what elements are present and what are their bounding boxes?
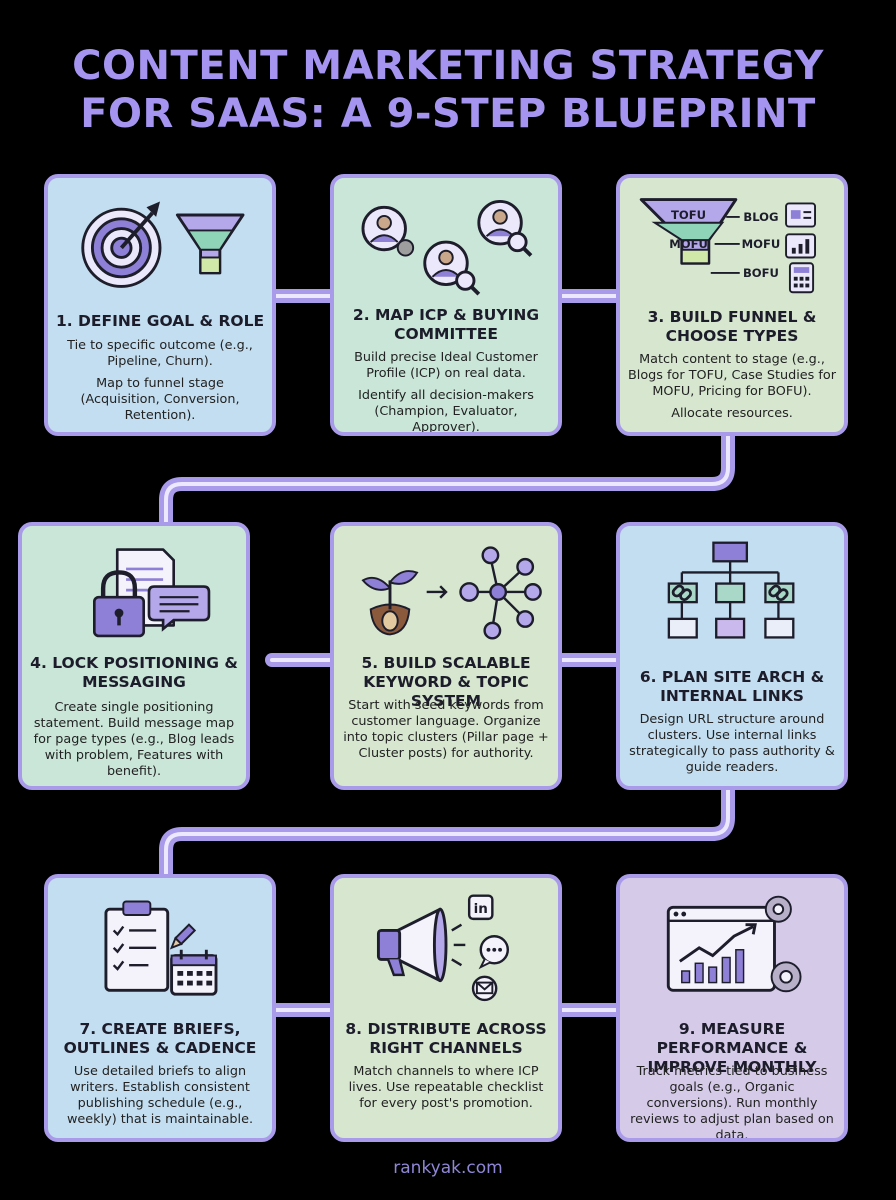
linkedin-label: in — [474, 901, 488, 917]
briefs-illustration — [104, 900, 218, 996]
content-label-mofu: MOFU — [742, 237, 781, 251]
step-6-body: Design URL structure around clusters. Us… — [629, 712, 835, 775]
step-card-2: 2. MAP ICP & BUYING COMMITTEE Build prec… — [330, 174, 562, 436]
step-2-heading: 2. MAP ICP & BUYING COMMITTEE — [352, 306, 540, 343]
lock-icon — [92, 570, 146, 638]
clipboard-checklist-icon — [104, 900, 170, 992]
linkedin-icon: in — [467, 894, 494, 921]
positioning-illustration — [92, 548, 211, 638]
content-label-blog: BLOG — [743, 210, 778, 224]
step-7-body: Use detailed briefs to align writers. Es… — [66, 1064, 254, 1127]
funnel-label-tofu: TOFU — [671, 208, 706, 222]
step-1-body: Tie to specific outcome (e.g., Pipeline,… — [67, 338, 253, 423]
funnel-icon — [175, 213, 245, 275]
step-card-3: TOFU MOFU BLOG MOFU BOFU 3. BUILD — [616, 174, 848, 436]
megaphone-icon — [376, 907, 466, 983]
page-title: CONTENT MARKETING STRATEGY FOR SAAS: A 9… — [0, 42, 896, 138]
sitemap-icon — [667, 541, 795, 639]
step-4-heading: 4. LOCK POSITIONING & MESSAGING — [30, 654, 238, 691]
step-5-body: Start with seed keywords from customer l… — [343, 698, 549, 761]
step-card-7: 7. CREATE BRIEFS, OUTLINES & CADENCE Use… — [44, 874, 276, 1142]
content-label-bofu: BOFU — [743, 266, 779, 280]
icp-illustration — [361, 200, 533, 296]
funnel-types-illustration: TOFU MOFU BLOG MOFU BOFU — [639, 198, 816, 294]
step-9-heading: 9. MEASURE PERFORMANCE & IMPROVE MONTHLY — [647, 1020, 817, 1076]
footer-site: rankyak.com — [393, 1158, 503, 1178]
title-line-1: CONTENT MARKETING STRATEGY — [72, 43, 824, 89]
step-card-9: 9. MEASURE PERFORMANCE & IMPROVE MONTHLY… — [616, 874, 848, 1142]
chat-icon — [478, 935, 509, 970]
sprout-icon — [361, 570, 419, 636]
step-7-heading: 7. CREATE BRIEFS, OUTLINES & CADENCE — [63, 1020, 257, 1057]
title-line-2: FOR SAAS: A 9-STEP BLUEPRINT — [80, 91, 816, 137]
step-5-heading: 5. BUILD SCALABLE KEYWORD & TOPIC SYSTEM — [361, 654, 531, 710]
step-card-6: 6. PLAN SITE ARCH & INTERNAL LINKS Desig… — [616, 522, 848, 790]
distribute-illustration: in — [376, 894, 509, 1002]
step-3-heading: 3. BUILD FUNNEL & CHOOSE TYPES — [647, 308, 817, 345]
keyword-illustration — [361, 546, 542, 640]
funnel-label-mofu: MOFU — [669, 237, 708, 251]
step-8-heading: 8. DISTRIBUTE ACROSS RIGHT CHANNELS — [345, 1020, 547, 1057]
step-3-body: Match content to stage (e.g., Blogs for … — [628, 352, 836, 421]
step-card-1: 1. DEFINE GOAL & ROLE Tie to specific ou… — [44, 174, 276, 436]
mail-icon — [471, 975, 498, 1002]
step-8-body: Match channels to where ICP lives. Use r… — [348, 1064, 544, 1111]
network-icon — [459, 546, 542, 640]
chart-window-icon — [666, 905, 776, 992]
step-9-body: Track metrics tied to business goals (e.… — [630, 1064, 834, 1142]
funnel-diagram-icon: TOFU MOFU BLOG MOFU BOFU — [639, 198, 816, 294]
step-card-8: in 8. DISTRIBUTE ACROSS RIGHT CHANNELS M… — [330, 874, 562, 1142]
target-icon — [81, 201, 162, 288]
goal-illustration — [81, 201, 245, 288]
user-search-icon — [361, 200, 533, 296]
step-card-5: 5. BUILD SCALABLE KEYWORD & TOPIC SYSTEM… — [330, 522, 562, 790]
chat-bubble-icon — [147, 585, 211, 632]
arrow-icon — [426, 585, 448, 599]
site-arch-illustration — [667, 541, 795, 639]
measure-illustration — [666, 895, 802, 993]
calendar-icon — [170, 949, 218, 996]
step-card-4: 4. LOCK POSITIONING & MESSAGING Create s… — [18, 522, 250, 790]
step-6-heading: 6. PLAN SITE ARCH & INTERNAL LINKS — [639, 668, 825, 705]
pencil-icon — [169, 923, 197, 950]
step-1-heading: 1. DEFINE GOAL & ROLE — [55, 312, 265, 330]
link-icon — [671, 584, 789, 602]
gear-icon — [764, 895, 802, 993]
step-4-body: Create single positioning statement. Bui… — [33, 700, 235, 779]
step-2-body: Build precise Ideal Customer Profile (IC… — [354, 350, 538, 435]
